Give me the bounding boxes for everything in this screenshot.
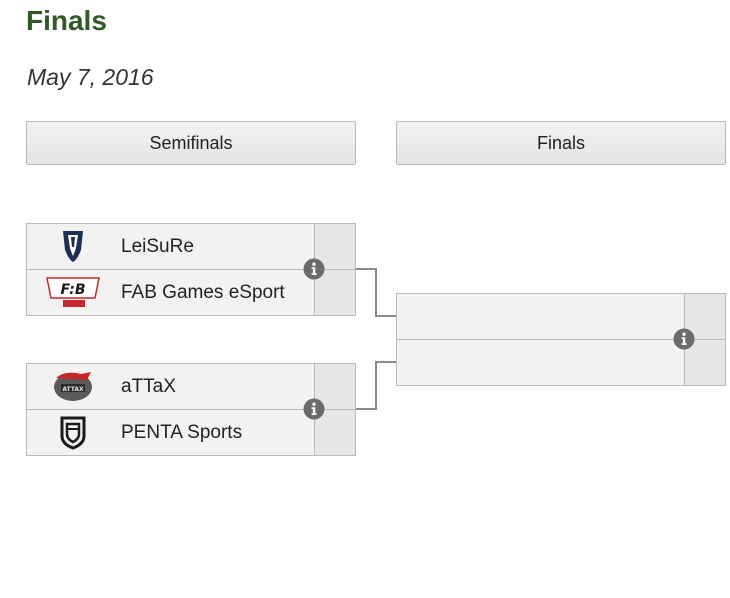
- semifinal-2-team-1[interactable]: ATTAX aTTaX: [27, 364, 313, 410]
- team-name: aTTaX: [121, 376, 176, 397]
- round-header-semifinals: Semifinals: [26, 121, 356, 165]
- finals-team-1[interactable]: [397, 294, 683, 340]
- finals-team-2[interactable]: [397, 340, 683, 385]
- round-header-finals: Finals: [396, 121, 726, 165]
- semifinal-2-team-2[interactable]: PENTA Sports: [27, 410, 313, 455]
- attax-logo-icon: ATTAX: [54, 372, 92, 401]
- svg-text:F:B: F:B: [60, 282, 85, 298]
- info-icon[interactable]: [303, 398, 325, 420]
- svg-text:ATTAX: ATTAX: [62, 386, 84, 393]
- page-date: May 7, 2016: [27, 64, 154, 90]
- semifinal-1-team-1[interactable]: LeiSuRe: [27, 224, 313, 270]
- info-icon[interactable]: [673, 328, 695, 350]
- penta-logo-icon: [60, 416, 86, 450]
- team-name: LeiSuRe: [121, 236, 194, 257]
- semifinal-match-2: ATTAX aTTaX PENTA Sports: [26, 363, 356, 456]
- info-icon[interactable]: [303, 258, 325, 280]
- finals-match: [396, 293, 726, 386]
- semifinal-1-team-2[interactable]: F:B FAB Games eSport: [27, 270, 313, 315]
- team-name: PENTA Sports: [121, 422, 243, 443]
- page-title: Finals: [26, 5, 107, 36]
- fab-games-logo-icon: F:B: [46, 277, 100, 307]
- semifinal-match-1: LeiSuRe F:B FAB Games eSport: [26, 223, 356, 316]
- leisure-logo-icon: [63, 231, 83, 262]
- team-name: FAB Games eSport: [121, 282, 285, 303]
